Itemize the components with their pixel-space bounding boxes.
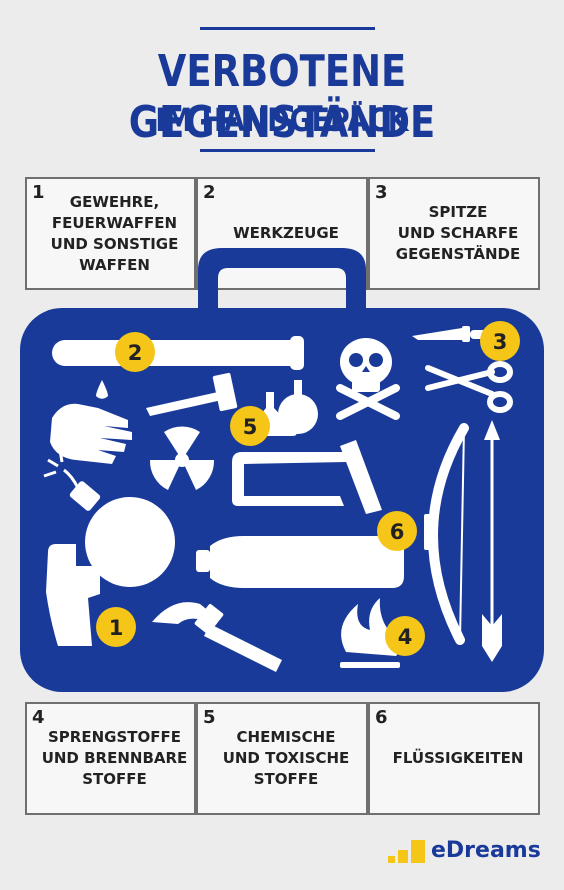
razor-icon bbox=[146, 372, 238, 416]
badge-liquids: 6 bbox=[377, 511, 417, 551]
title-top-rule bbox=[200, 27, 375, 30]
badge-number: 6 bbox=[390, 520, 405, 544]
category-label: WERKZEUGE bbox=[233, 224, 339, 242]
category-number: 4 bbox=[32, 707, 45, 728]
badge-tools: 2 bbox=[115, 332, 155, 372]
badge-number: 5 bbox=[243, 415, 258, 439]
scissors-icon bbox=[425, 361, 513, 413]
category-label: SPITZE UND SCHARFE GEGENSTÄNDE bbox=[395, 203, 521, 263]
badge-sharp-objects: 3 bbox=[480, 321, 520, 361]
suitcase-illustration: 2 3 5 6 1 4 bbox=[20, 248, 544, 692]
category-label: FLÜSSIGKEITEN bbox=[392, 749, 524, 767]
bottle-icon bbox=[196, 536, 404, 588]
category-number: 3 bbox=[375, 182, 388, 203]
category-box-tools: 2 WERKZEUGE bbox=[196, 177, 368, 290]
badge-number: 1 bbox=[109, 616, 124, 640]
category-box-sharp-objects: 3 SPITZE UND SCHARFE GEGENSTÄNDE bbox=[368, 177, 540, 290]
title-bottom-rule bbox=[200, 149, 375, 152]
bomb-icon bbox=[43, 449, 175, 587]
category-label: SPRENGSTOFFE UND BRENNBARE STOFFE bbox=[41, 728, 188, 788]
skull-crossbones-icon bbox=[336, 338, 400, 420]
category-number: 2 bbox=[203, 182, 216, 203]
brand-name: eDreams bbox=[431, 838, 541, 863]
badge-chemicals: 5 bbox=[230, 406, 270, 446]
category-label: GEWEHRE, FEUERWAFFEN UND SONSTIGE WAFFEN bbox=[50, 192, 179, 274]
badge-number: 4 bbox=[398, 625, 413, 649]
category-box-weapons: 1 GEWEHRE, FEUERWAFFEN UND SONSTIGE WAFF… bbox=[25, 177, 196, 290]
hand-drop-icon bbox=[50, 380, 132, 464]
badge-explosives: 4 bbox=[385, 616, 425, 656]
hammer-icon bbox=[152, 602, 282, 672]
badge-number: 3 bbox=[493, 330, 508, 354]
suitcase-handle bbox=[198, 248, 366, 315]
radiation-icon bbox=[149, 426, 215, 490]
page-subtitle: IM HANDGEPÄCK bbox=[155, 101, 409, 139]
baseball-bat-icon bbox=[52, 336, 304, 370]
page-title: VERBOTENE GEGENSTÄNDE bbox=[128, 46, 436, 148]
category-number: 1 bbox=[32, 182, 45, 203]
category-number: 5 bbox=[203, 707, 216, 728]
category-number: 6 bbox=[375, 707, 388, 728]
category-box-explosives: 4 SPRENGSTOFFE UND BRENNBARE STOFFE bbox=[25, 702, 196, 815]
arrow-icon bbox=[482, 420, 502, 662]
bow-icon bbox=[424, 423, 469, 645]
badge-weapons: 1 bbox=[96, 607, 136, 647]
badge-number: 2 bbox=[128, 341, 143, 365]
edreams-logo-icon bbox=[388, 840, 425, 863]
pistol-icon bbox=[46, 544, 100, 646]
category-box-liquids: 6 FLÜSSIGKEITEN bbox=[368, 702, 540, 815]
category-label: CHEMISCHE UND TOXISCHE STOFFE bbox=[222, 728, 350, 788]
category-box-chemicals: 5 CHEMISCHE UND TOXISCHE STOFFE bbox=[196, 702, 368, 815]
hacksaw-icon bbox=[232, 440, 382, 514]
fire-icon bbox=[340, 598, 400, 668]
